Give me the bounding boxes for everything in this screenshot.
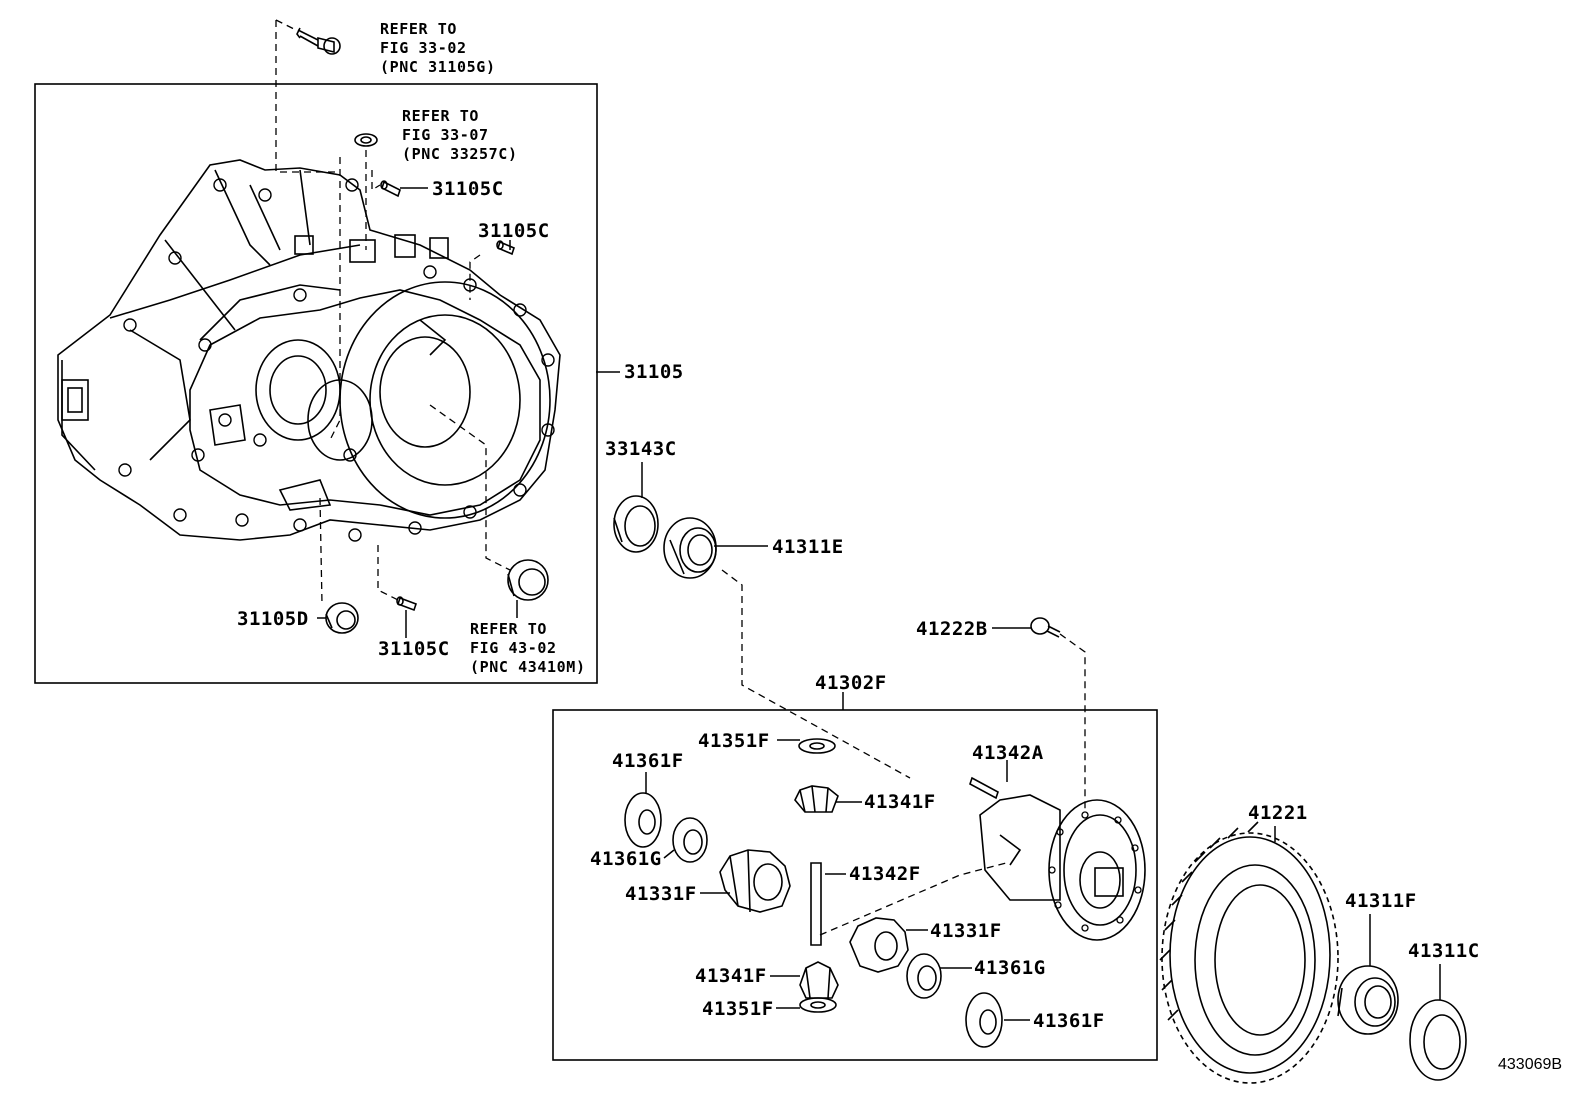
differential-group-frame xyxy=(552,709,1158,1061)
note-refer-fig-33-02: REFER TO FIG 33-02 (PNC 31105G) xyxy=(380,20,496,77)
part-label-41331F[interactable]: 41331F xyxy=(930,920,1002,942)
differential-case xyxy=(979,794,1146,941)
part-label-41351F[interactable]: 41351F xyxy=(698,730,770,752)
note-line: (PNC 31105G) xyxy=(380,58,496,76)
part-label-41361G[interactable]: 41361G xyxy=(974,957,1046,979)
part-label-41331F[interactable]: 41331F xyxy=(625,883,697,905)
note-refer-fig-33-07: REFER TO FIG 33-07 (PNC 33257C) xyxy=(402,107,518,164)
part-label-41361G[interactable]: 41361G xyxy=(590,848,662,870)
note-line: REFER TO xyxy=(380,20,458,38)
part-label-41341F[interactable]: 41341F xyxy=(864,791,936,813)
note-refer-fig-43-02: REFER TO FIG 43-02 (PNC 43410M) xyxy=(470,620,586,677)
part-label-41341F[interactable]: 41341F xyxy=(695,965,767,987)
pin-41342A xyxy=(969,776,999,800)
part-label-31105D[interactable]: 31105D xyxy=(237,608,309,630)
dowel-pin-bottom xyxy=(396,596,418,612)
pinion-washer-bottom xyxy=(799,997,837,1013)
part-label-31105C[interactable]: 31105C xyxy=(378,638,450,660)
seal-33143C xyxy=(613,495,659,553)
side-washer-41361F-bottom xyxy=(965,992,1003,1048)
part-label-31105[interactable]: 31105 xyxy=(624,361,684,383)
note-line: (PNC 33257C) xyxy=(402,145,518,163)
side-gear-left xyxy=(719,849,791,913)
plug-washer xyxy=(354,133,378,147)
bearing-41311E xyxy=(663,517,717,579)
part-label-41221[interactable]: 41221 xyxy=(1248,802,1308,824)
pinion-gear-top xyxy=(794,785,839,813)
transaxle-case xyxy=(57,159,561,542)
note-line: (PNC 43410M) xyxy=(470,658,586,676)
pinion-gear-bottom xyxy=(799,961,839,999)
part-label-41361F[interactable]: 41361F xyxy=(612,750,684,772)
case-group-frame xyxy=(34,83,598,684)
note-line: FIG 43-02 xyxy=(470,639,557,657)
part-label-31105C[interactable]: 31105C xyxy=(478,220,550,242)
side-washer-41361F-top xyxy=(624,792,662,848)
note-line: FIG 33-07 xyxy=(402,126,489,144)
part-label-41311E[interactable]: 41311E xyxy=(772,536,844,558)
pinion-washer-top xyxy=(798,738,836,754)
note-line: REFER TO xyxy=(470,620,548,638)
part-label-41302F[interactable]: 41302F xyxy=(815,672,887,694)
side-gear-right xyxy=(849,917,909,973)
side-washer-41361G-bottom xyxy=(906,953,942,999)
leader-lines xyxy=(317,187,1441,1021)
note-line: REFER TO xyxy=(402,107,480,125)
dowel-pin-top xyxy=(380,180,401,198)
figure-id: 433069B xyxy=(1498,1056,1563,1073)
bearing-41311F xyxy=(1337,965,1399,1035)
part-label-33143C[interactable]: 33143C xyxy=(605,438,677,460)
side-washer-41361G-top xyxy=(672,817,708,863)
pinion-shaft xyxy=(810,862,822,946)
part-label-31105C[interactable]: 31105C xyxy=(432,178,504,200)
note-line: FIG 33-02 xyxy=(380,39,467,57)
part-label-41342F[interactable]: 41342F xyxy=(849,863,921,885)
part-label-41342A[interactable]: 41342A xyxy=(972,742,1044,764)
dashed-alignment-lines xyxy=(275,19,1086,936)
part-label-41311C[interactable]: 41311C xyxy=(1408,940,1480,962)
bearing-31105D xyxy=(325,602,359,634)
case-bolt xyxy=(296,27,341,55)
part-label-41361F[interactable]: 41361F xyxy=(1033,1010,1105,1032)
part-label-41311F[interactable]: 41311F xyxy=(1345,890,1417,912)
part-label-41351F[interactable]: 41351F xyxy=(702,998,774,1020)
bolt-41222B xyxy=(1030,617,1061,638)
oil-seal-bottom xyxy=(507,559,549,601)
part-label-41222B[interactable]: 41222B xyxy=(916,618,988,640)
ring-gear-41221 xyxy=(1159,821,1339,1084)
dowel-pin-right xyxy=(496,240,515,256)
race-41311C xyxy=(1409,999,1467,1081)
